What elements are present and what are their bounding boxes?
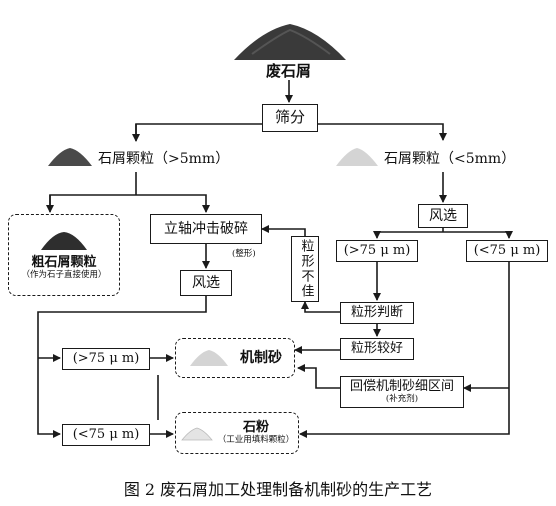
machine-sand-label: 机制砂 [240, 349, 282, 366]
fine-pile-image [336, 148, 378, 166]
machine-sand-box: 机制砂 [175, 338, 295, 378]
gt75-right-box: (>75 μ m) [336, 240, 418, 262]
gt75-left-box: (>75 μ m) [62, 348, 150, 370]
air-sep-left-label: 风选 [192, 274, 220, 291]
stone-powder-note: （工业用填料颗粒） [217, 434, 295, 445]
lt75-left-label: (<75 μ m) [72, 426, 140, 442]
air-sep-right-box: 风选 [418, 204, 468, 228]
fine-particles-label: 石屑颗粒（<5mm） [384, 151, 516, 167]
coarse-product-note: （作为石子直接使用） [21, 269, 107, 280]
waste-label: 废石屑 [266, 62, 312, 80]
backfill-box: 回偿机制砂细区间 (补充剂) [340, 376, 464, 408]
lt75-right-box: (<75 μ m) [466, 240, 548, 262]
backfill-label: 回偿机制砂细区间 [349, 378, 454, 394]
shape-good-box: 粒形较好 [340, 338, 414, 360]
lt75-right-label: (<75 μ m) [473, 242, 541, 258]
machine-sand-pile-image [190, 350, 228, 366]
shape-judge-label: 粒形判断 [350, 304, 403, 320]
sieve-box: 筛分 [262, 104, 318, 132]
stone-powder-pile-image [180, 427, 213, 441]
stone-powder-label: 石粉 [242, 419, 269, 435]
stone-powder-box: 石粉 （工业用填料颗粒） [175, 412, 299, 454]
gt75-left-label: (>75 μ m) [72, 350, 140, 366]
backfill-note: (补充剂) [385, 393, 419, 404]
coarse-pile-image [48, 148, 92, 166]
figure-caption: 图 2 废石屑加工处理制备机制砂的生产工艺 [123, 480, 433, 499]
crusher-box: 立轴冲击破碎 [150, 214, 262, 244]
shape-bad-label: 粒形不佳 [298, 239, 314, 299]
coarse-product-label: 粗石屑颗粒 [31, 254, 97, 270]
coarse-particles-label: 石屑颗粒（>5mm） [98, 151, 230, 167]
crusher-note: (整形) [232, 249, 256, 259]
shape-judge-box: 粒形判断 [340, 302, 414, 324]
gt75-right-label: (>75 μ m) [343, 242, 411, 258]
coarse-product-box: 粗石屑颗粒 （作为石子直接使用） [8, 214, 120, 296]
lt75-left-box: (<75 μ m) [62, 424, 150, 446]
sieve-label: 筛分 [274, 108, 305, 127]
air-sep-left-box: 风选 [180, 270, 232, 296]
waste-pile-image [234, 24, 346, 60]
coarse-product-pile-image [41, 231, 87, 250]
shape-bad-box: 粒形不佳 [291, 236, 319, 302]
crusher-label: 立轴冲击破碎 [164, 220, 248, 237]
air-sep-right-label: 风选 [429, 207, 457, 224]
shape-good-label: 粒形较好 [350, 340, 403, 356]
